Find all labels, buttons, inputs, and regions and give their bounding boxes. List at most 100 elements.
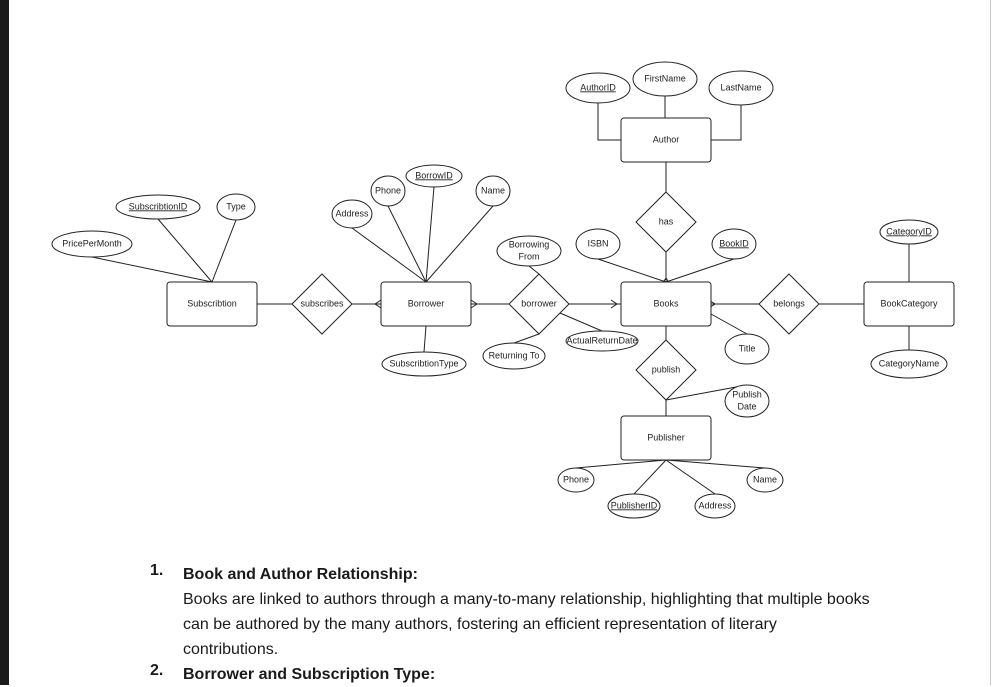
attribute-label-type: Type <box>226 201 246 211</box>
attribute-label-categoryid: CategoryID <box>886 226 932 236</box>
attribute-firstname <box>632 61 698 97</box>
attribute-label-borrowingfrom-line: From <box>519 251 540 261</box>
numbered-list: 1. Book and Author Relationship: Books a… <box>150 562 870 687</box>
list-number: 2. <box>150 662 164 679</box>
connector-line <box>711 105 742 141</box>
entity-label-bookcategory: BookCategory <box>880 298 938 308</box>
attribute-label-name_b: Name <box>481 185 505 195</box>
entity-borrower <box>380 281 472 327</box>
attribute-label-subscriptiontype: SubscribtionType <box>389 358 458 368</box>
connector-line <box>575 459 667 469</box>
connector-line <box>157 218 213 283</box>
attribute-label-address_p: Address <box>698 500 732 510</box>
connector-line <box>597 103 621 141</box>
connector-line <box>633 459 667 495</box>
relationship-label-borrower_rel: borrower <box>521 298 557 308</box>
attribute-label-pricepermonth: PricePerMonth <box>62 238 122 248</box>
connector-line <box>665 459 716 495</box>
attribute-type <box>216 193 256 221</box>
connector-line <box>665 459 766 469</box>
attribute-label-address_b: Address <box>335 208 369 218</box>
connector-line <box>374 299 382 309</box>
attribute-label-name_p: Name <box>753 474 777 484</box>
entity-label-author: Author <box>653 134 680 144</box>
attribute-borrowingfrom <box>496 235 562 267</box>
list-item: 1. Book and Author Relationship: Books a… <box>150 562 870 662</box>
entity-publisher <box>620 415 712 461</box>
attribute-phone_b <box>370 175 406 207</box>
attribute-address_b <box>331 199 373 229</box>
connector-line <box>470 299 478 309</box>
attribute-label-bookid: BookID <box>719 238 749 248</box>
entity-label-subscription: Subscribtion <box>187 298 237 308</box>
list-heading: Borrower and Subscription Type: <box>183 666 436 683</box>
relationship-borrower_rel <box>508 273 570 335</box>
entity-label-books: Books <box>653 298 679 308</box>
attribute-isbn <box>575 228 621 260</box>
attribute-label-firstname: FirstName <box>644 73 686 83</box>
entity-books <box>620 281 712 327</box>
relationship-subscribes <box>291 273 353 335</box>
relationship-belongs <box>758 273 820 335</box>
document-text: 1. Book and Author Relationship: Books a… <box>150 562 870 687</box>
connector-line <box>513 333 540 344</box>
list-body: Books are linked to authors through a ma… <box>183 591 870 658</box>
attribute-label-subscriptionid: SubscribtionID <box>129 201 188 211</box>
connector-line <box>91 256 213 283</box>
attribute-lastname <box>708 70 774 106</box>
attribute-title <box>724 333 770 365</box>
attribute-returningto <box>482 342 546 370</box>
connector-line <box>665 258 735 283</box>
attribute-label-authorid: AuthorID <box>580 82 616 92</box>
connector-line <box>425 205 494 283</box>
entity-author <box>620 117 712 163</box>
list-item: 2. Borrower and Subscription Type: <box>150 662 870 687</box>
relationship-publish <box>635 339 697 401</box>
list-number: 1. <box>150 562 164 579</box>
connector-line <box>710 313 748 335</box>
attribute-publisherid <box>607 493 661 519</box>
page-edge <box>0 0 9 685</box>
attribute-label-phone_p: Phone <box>563 474 589 484</box>
connector-line <box>425 186 435 283</box>
attribute-label-isbn: ISBN <box>587 238 608 248</box>
attribute-pricepermonth <box>51 230 133 258</box>
connector-line <box>351 227 427 283</box>
entity-label-publisher: Publisher <box>647 432 685 442</box>
attribute-label-borrowid: BorrowID <box>415 170 453 180</box>
entity-bookcategory <box>863 281 955 327</box>
relationship-label-has: has <box>659 216 674 226</box>
relationship-label-belongs: belongs <box>773 298 805 308</box>
attribute-label-publishdate-line: Date <box>737 401 756 411</box>
connector-line <box>528 265 540 275</box>
attribute-label-title: Title <box>739 343 756 353</box>
relationship-label-publish: publish <box>652 364 681 374</box>
attribute-phone_p <box>557 467 595 493</box>
connector-line <box>387 205 427 283</box>
relationship-has <box>635 191 697 253</box>
entity-label-borrower: Borrower <box>408 298 445 308</box>
attribute-subscriptionid <box>115 194 201 220</box>
connector-line <box>597 258 667 283</box>
page-border <box>990 0 991 685</box>
connector-line <box>610 299 618 309</box>
attribute-address_p <box>694 493 736 519</box>
attribute-label-actualreturndate: ActualReturnDate <box>566 335 637 345</box>
list-heading: Book and Author Relationship: <box>183 566 418 583</box>
attribute-name_p <box>746 467 784 493</box>
attribute-label-publishdate-line: Publish <box>732 389 762 399</box>
attribute-authorid <box>565 72 631 104</box>
attribute-label-publisherid: PublisherID <box>611 500 658 510</box>
relationship-label-subscribes: subscribes <box>300 298 344 308</box>
entity-subscription <box>166 281 258 327</box>
attribute-name_b <box>475 175 511 207</box>
attribute-borrowid <box>405 164 463 188</box>
attribute-bookid <box>711 228 757 260</box>
attribute-label-lastname: LastName <box>720 82 761 92</box>
attribute-subscriptiontype <box>381 351 467 377</box>
attribute-label-returningto: Returning To <box>489 350 540 360</box>
connector-line <box>665 384 748 401</box>
connector-line <box>423 325 427 353</box>
attribute-categoryname <box>870 349 948 379</box>
